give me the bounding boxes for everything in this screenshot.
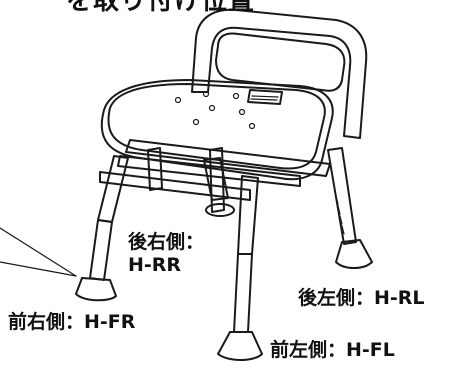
backrest-frame — [191, 8, 368, 139]
backrest-pad — [215, 32, 346, 92]
label-rear-left: 後左側：H-RL — [298, 287, 425, 309]
label-rear-right: 後右側： H-RR — [128, 231, 204, 277]
label-rear-right-side: 後右側： — [128, 231, 205, 253]
seat — [100, 79, 334, 181]
callout-lines — [0, 227, 77, 277]
diagram-title: を取り付け位置 — [66, 0, 256, 16]
rear-legs — [209, 147, 357, 245]
label-front-right: 前右側：H-FR — [8, 311, 136, 333]
label-rear-right-code: H-RR — [128, 254, 182, 276]
leg-feet — [75, 239, 373, 361]
label-front-left: 前左側：H-FL — [270, 339, 395, 361]
